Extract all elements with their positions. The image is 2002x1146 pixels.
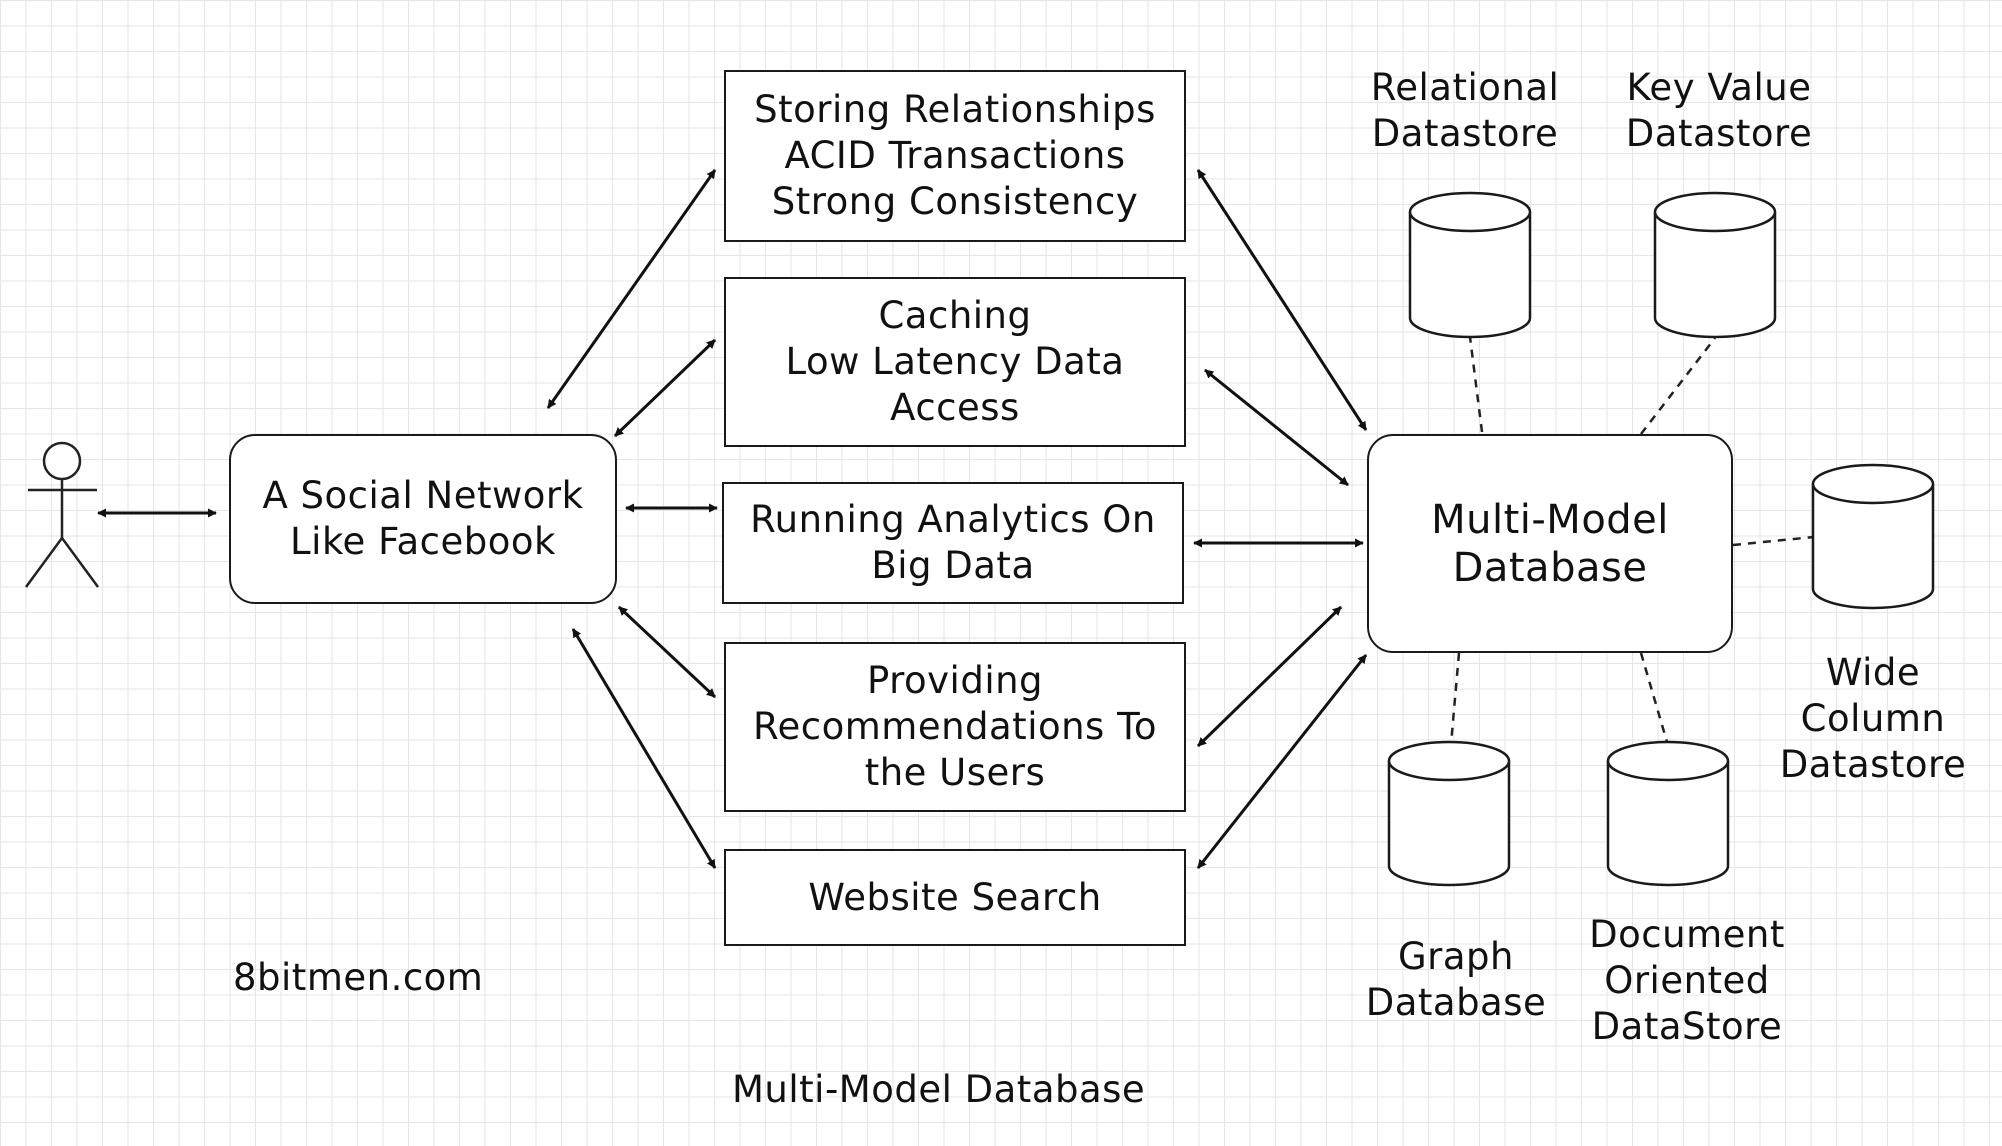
arrow-usecase-1-db bbox=[1196, 169, 1368, 431]
wide-column-datastore-icon bbox=[1811, 463, 1935, 610]
relational-datastore-icon bbox=[1408, 191, 1532, 339]
link-db-widecolumn bbox=[1732, 535, 1815, 547]
usecase-analytics-box: Running Analytics On Big Data bbox=[722, 482, 1184, 604]
arrow-social-usecase-1 bbox=[546, 169, 717, 409]
wide-column-datastore-label: Wide Column Datastore bbox=[1779, 651, 1967, 786]
graph-database-label: Graph Database bbox=[1365, 935, 1547, 1024]
user-icon bbox=[24, 441, 100, 588]
social-network-node: A Social Network Like Facebook bbox=[229, 434, 617, 604]
arrow-social-usecase-5 bbox=[571, 628, 717, 869]
arrow-usecase-4-db bbox=[1196, 605, 1343, 748]
link-db-document bbox=[1639, 652, 1669, 743]
link-db-graph bbox=[1449, 652, 1461, 745]
watermark-text: 8bitmen.com bbox=[233, 956, 484, 999]
arrow-social-usecase-4 bbox=[617, 605, 717, 699]
link-db-keyvalue bbox=[1640, 337, 1716, 435]
document-datastore-icon bbox=[1606, 740, 1730, 887]
relational-datastore-label: Relational Datastore bbox=[1370, 66, 1560, 155]
multi-model-database-node: Multi-Model Database bbox=[1367, 434, 1733, 653]
key-value-datastore-label: Key Value Datastore bbox=[1625, 66, 1813, 155]
link-db-relational bbox=[1468, 336, 1484, 433]
diagram-caption: Multi-Model Database bbox=[732, 1068, 1146, 1111]
usecase-caching-box: Caching Low Latency Data Access bbox=[724, 277, 1186, 447]
arrow-social-usecase-2 bbox=[613, 338, 717, 438]
usecase-search-box: Website Search bbox=[724, 849, 1186, 946]
usecase-recommendations-box: Providing Recommendations To the Users bbox=[724, 642, 1186, 812]
arrow-usecase-2-db bbox=[1204, 368, 1349, 487]
document-datastore-label: Document Oriented DataStore bbox=[1589, 913, 1785, 1048]
graph-database-icon bbox=[1387, 740, 1511, 887]
key-value-datastore-icon bbox=[1653, 191, 1777, 339]
usecase-relationships-box: Storing Relationships ACID Transactions … bbox=[724, 70, 1186, 242]
arrow-usecase-5-db bbox=[1196, 654, 1368, 869]
